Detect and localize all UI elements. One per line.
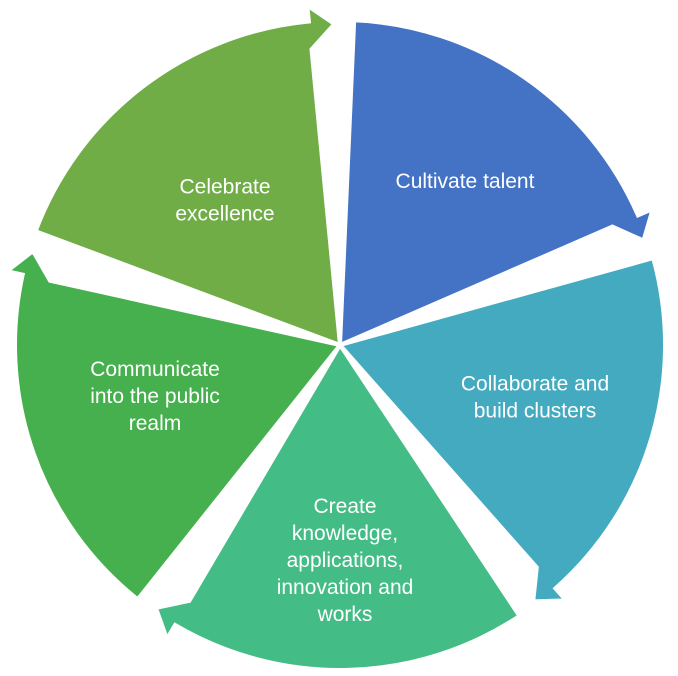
cycle-segment-1	[337, 18, 656, 349]
cycle-segment-2	[336, 255, 668, 604]
segment-label-line: Cultivate talent	[396, 170, 535, 193]
segment-label-line: applications,	[287, 549, 404, 572]
cycle-segment-3	[153, 341, 523, 672]
segment-label-line: realm	[129, 412, 182, 435]
segment-label-line: excellence	[175, 203, 274, 226]
segment-label-line: Celebrate	[179, 176, 270, 199]
segment-label-2: Collaborate and build clusters	[461, 373, 609, 423]
segment-label-line: Create	[313, 495, 376, 518]
segment-label-line: into the public	[90, 385, 220, 408]
cycle-segment-4	[2, 248, 344, 603]
cycle-segment-5	[33, 1, 343, 348]
segment-label-1: Cultivate talent	[396, 170, 535, 193]
segment-label-line: Communicate	[90, 358, 220, 381]
segment-label-line: Collaborate and	[461, 373, 609, 396]
segment-label-line: knowledge,	[292, 522, 398, 545]
segment-label-line: build clusters	[474, 400, 597, 423]
segment-label-line: innovation and	[277, 576, 414, 599]
segment-label-line: works	[317, 603, 373, 626]
segment-label-3: Create knowledge, applications, innovation …	[277, 495, 414, 626]
segment-label-4: Communicate into the public realm	[90, 358, 220, 435]
segment-label-5: Celebrate excellence	[175, 176, 274, 226]
